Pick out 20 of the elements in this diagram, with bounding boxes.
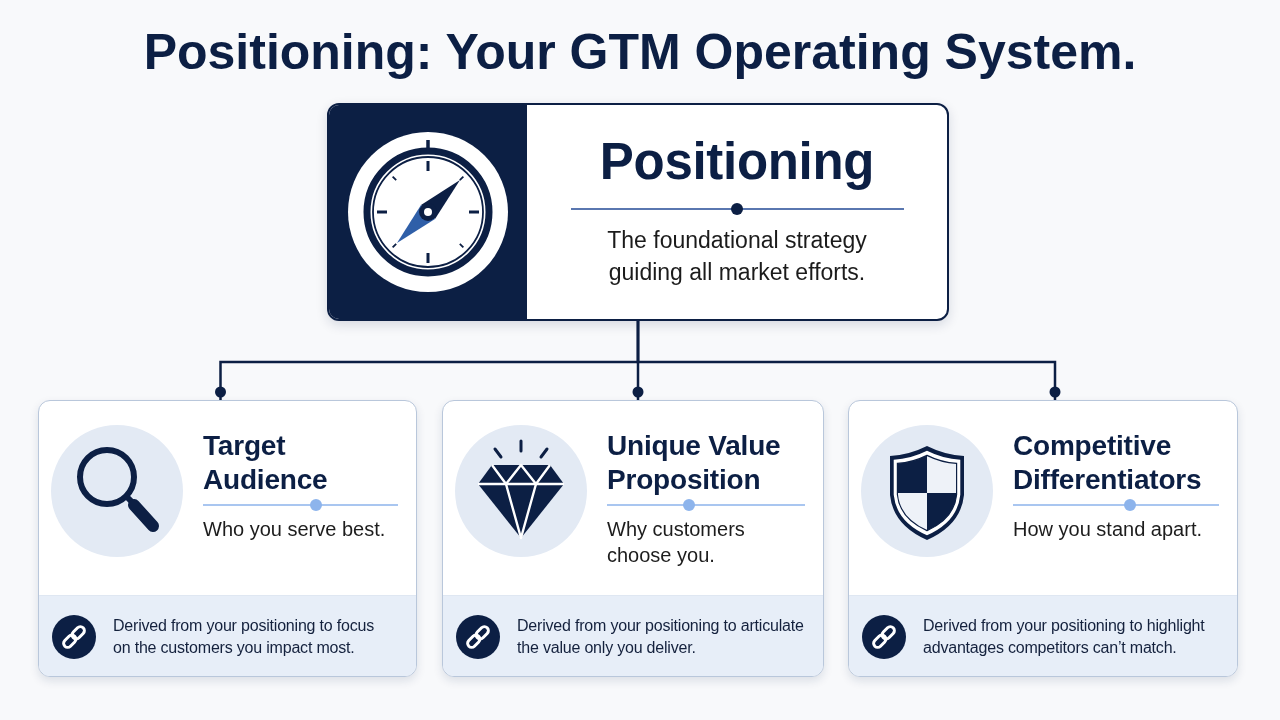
card-title: Positioning (599, 134, 875, 190)
footer-note: Derived from your positioning to focus on the customers you impact most. (113, 615, 375, 658)
card-title: Target Audience (203, 429, 329, 496)
hero-card (327, 103, 949, 321)
card-description: How you stand apart. (1013, 517, 1203, 542)
pillar-card (848, 400, 1238, 677)
card-description: The foundational strategy guiding all market efforts. (606, 226, 868, 287)
card-description: Why customers choose you. (607, 517, 746, 568)
footer-note: Derived from your positioning to articulate the value only you deliver. (517, 615, 805, 658)
footer-band (849, 595, 1237, 676)
page-title: Positioning: Your GTM Operating System. (143, 24, 1137, 82)
pillar-card (442, 400, 824, 677)
footer-band (443, 595, 823, 676)
footer-band (39, 595, 416, 676)
connector-line (636, 321, 1061, 400)
card-title: Competitive Differentiators (1013, 429, 1203, 496)
footer-note: Derived from your positioning to highlight advantages competitors can’t match. (923, 615, 1206, 658)
card-description: Who you serve best. (203, 517, 387, 542)
pillar-card (38, 400, 417, 677)
card-title: Unique Value Proposition (607, 429, 782, 496)
